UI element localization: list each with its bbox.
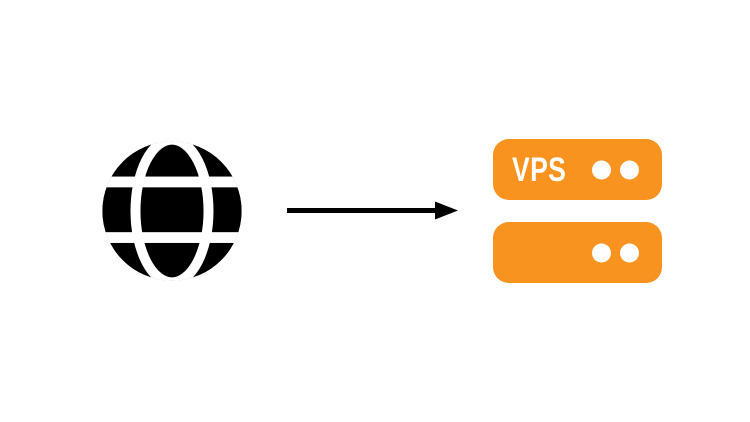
arrow-head <box>435 201 458 220</box>
server-node <box>493 222 662 283</box>
globe-latitude-line <box>102 176 242 188</box>
indicator-dot <box>620 243 639 262</box>
globe-meridian-line <box>130 141 214 281</box>
indicator-dot <box>592 243 611 262</box>
vps-label: VPS <box>512 150 567 189</box>
server-node-vps: VPS <box>493 139 662 200</box>
indicator-dot <box>592 160 611 179</box>
server-indicator-dots <box>592 243 639 262</box>
globe-icon <box>102 141 242 281</box>
server-indicator-dots <box>592 160 639 179</box>
indicator-dot <box>620 160 639 179</box>
globe-latitude-line <box>102 232 242 243</box>
right-arrow-icon <box>287 201 458 220</box>
globe-sphere <box>102 141 242 281</box>
